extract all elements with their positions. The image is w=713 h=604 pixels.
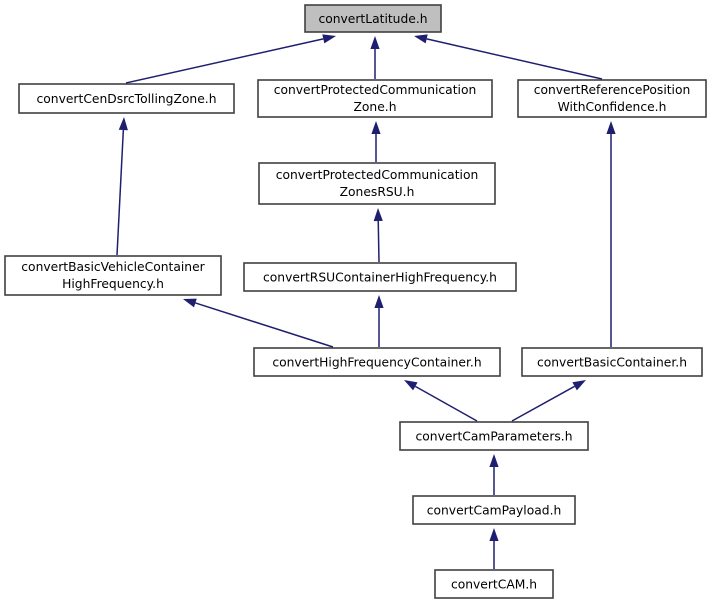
edge-arrowhead [404, 380, 418, 391]
node-label-line2: HighFrequency.h [62, 277, 164, 291]
node-box[interactable] [399, 421, 589, 451]
graph-node-convertCenDsrcTollingZone[interactable]: convertCenDsrcTollingZone.h [18, 83, 235, 114]
edge-arrowhead [606, 121, 616, 134]
node-label-line2: Zone.h [353, 100, 396, 114]
edge-line [116, 129, 125, 256]
node-box[interactable] [257, 79, 493, 118]
node-label-line2: WithConfidence.h [558, 100, 667, 114]
dependency-edge [374, 295, 384, 347]
node-label-line1: convertProtectedCommunication [276, 168, 479, 182]
node-box[interactable] [253, 347, 501, 377]
edge-line [125, 38, 324, 84]
graph-node-convertHighFrequencyContainer[interactable]: convertHighFrequencyContainer.h [253, 347, 501, 377]
edge-arrowhead [370, 36, 380, 49]
dependency-edge [414, 34, 603, 80]
edge-arrowhead [373, 208, 383, 222]
node-label: convertCamParameters.h [416, 430, 573, 444]
edge-arrowhead [489, 454, 499, 467]
dependency-edge [370, 36, 380, 79]
graph-node-convertBasicContainer[interactable]: convertBasicContainer.h [521, 347, 703, 377]
dependency-edge [606, 121, 616, 347]
dependency-edge [511, 380, 586, 422]
dependency-edge [183, 298, 334, 348]
graph-node-convertCamPayload[interactable]: convertCamPayload.h [412, 495, 576, 525]
node-label: convertCAM.h [451, 578, 537, 592]
node-label: convertRSUContainerHighFrequency.h [263, 271, 497, 285]
edges-layer [116, 34, 616, 569]
node-box[interactable] [258, 162, 496, 205]
node-label: convertCenDsrcTollingZone.h [37, 92, 217, 106]
edge-arrowhead [374, 295, 384, 308]
edge-arrowhead [118, 117, 128, 131]
edge-line [377, 220, 380, 263]
node-box[interactable] [412, 495, 576, 525]
node-label: convertLatitude.h [318, 12, 427, 26]
dependency-edge [489, 454, 499, 495]
edge-arrowhead [572, 380, 586, 391]
node-box[interactable] [517, 79, 707, 118]
node-label: convertBasicContainer.h [537, 356, 687, 370]
edge-line [414, 385, 478, 422]
node-label-line1: convertBasicVehicleContainer [21, 260, 205, 274]
graph-node-convertCAM[interactable]: convertCAM.h [434, 569, 554, 599]
edge-arrowhead [183, 298, 197, 308]
node-label: convertHighFrequencyContainer.h [272, 356, 481, 370]
node-box[interactable] [304, 4, 442, 33]
node-label-line2: ZonesRSU.h [340, 185, 415, 199]
edge-arrowhead [489, 528, 499, 541]
dependency-edge [371, 121, 381, 162]
edge-arrowhead [371, 121, 381, 134]
dependency-edge [125, 34, 336, 84]
dependency-edge [404, 380, 478, 422]
edge-arrowhead [322, 34, 336, 44]
node-box[interactable] [4, 255, 222, 296]
node-box[interactable] [18, 83, 235, 114]
node-box[interactable] [521, 347, 703, 377]
dependency-edge [489, 528, 499, 569]
nodes-layer: convertLatitude.h convertCenDsrcTollingZo… [4, 4, 707, 599]
node-box[interactable] [434, 569, 554, 599]
edge-line [511, 385, 575, 422]
node-box[interactable] [243, 262, 517, 292]
node-label-line1: convertProtectedCommunication [274, 83, 477, 97]
graph-node-convertBasicVehicleContainerHighFrequency[interactable]: convertBasicVehicleContainerHighFrequenc… [4, 255, 222, 296]
dependency-edge [116, 117, 128, 256]
edge-arrowhead [414, 34, 428, 44]
node-label-line1: convertReferencePosition [534, 83, 691, 97]
edge-line [195, 302, 334, 348]
dependency-edge [373, 208, 383, 263]
graph-node-convertRSUContainerHighFrequency[interactable]: convertRSUContainerHighFrequency.h [243, 262, 517, 292]
graph-node-convertLatitude[interactable]: convertLatitude.h [304, 4, 442, 33]
node-label: convertCamPayload.h [427, 504, 562, 518]
edge-line [426, 38, 603, 80]
graph-node-convertCamParameters[interactable]: convertCamParameters.h [399, 421, 589, 451]
